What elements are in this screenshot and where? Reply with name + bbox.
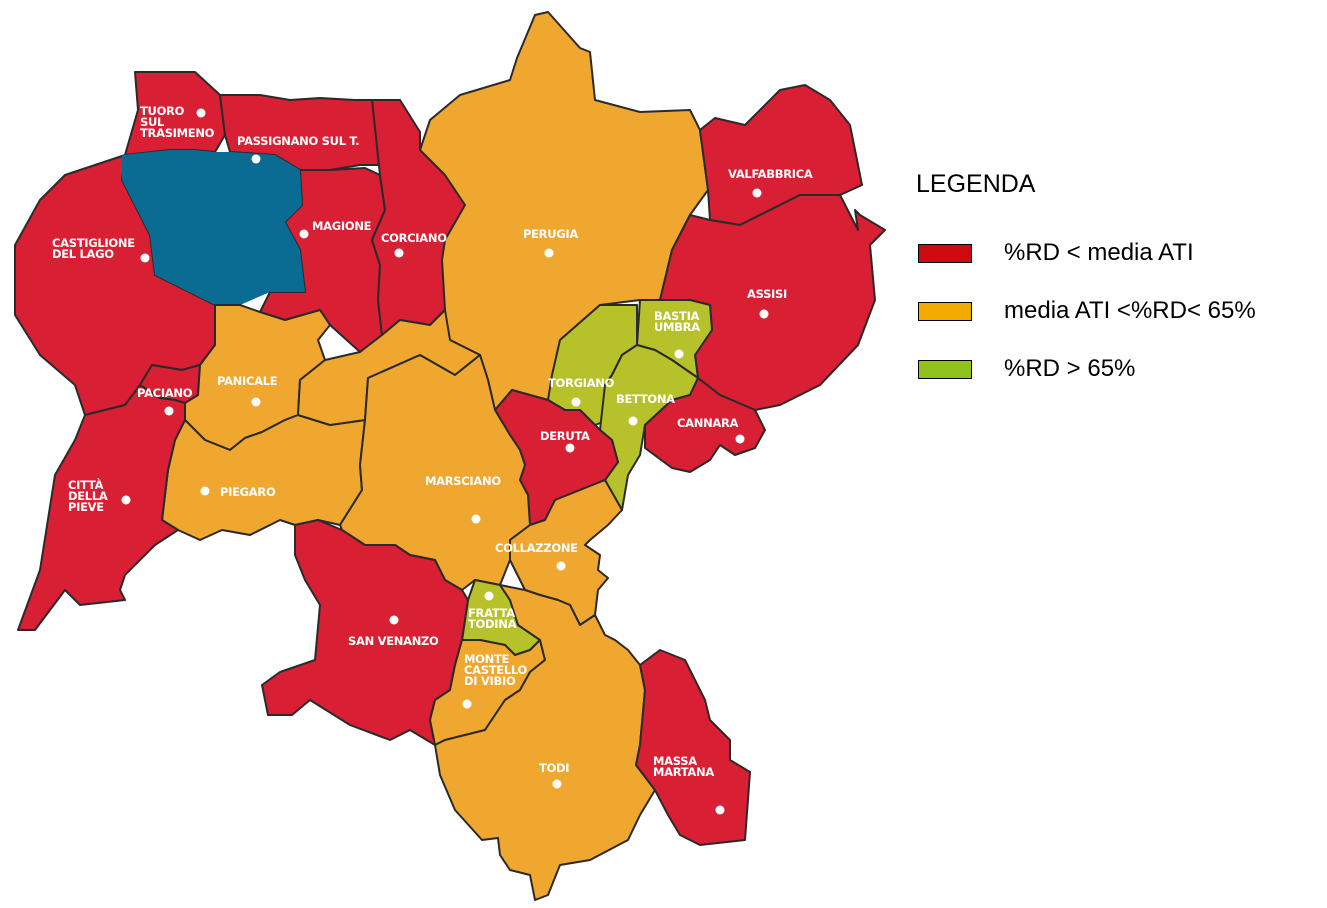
town-marker-monte_castello: [462, 699, 472, 709]
region-marsciano[interactable]: [339, 354, 531, 591]
town-marker-corciano: [394, 248, 404, 258]
town-label-bettona: BETTONA: [616, 392, 675, 406]
town-marker-passignano: [251, 154, 261, 164]
town-label-fratta: FRATTA: [468, 606, 515, 620]
region-bettona[interactable]: [599, 344, 699, 511]
legend-item-below-average: %RD < media ATI: [912, 239, 1322, 267]
legend-swatch-orange: [918, 301, 972, 321]
town-label-passignano: PASSIGNANO SUL T.: [237, 134, 359, 148]
town-marker-bastia: [674, 349, 684, 359]
town-label-bastia: UMBRA: [654, 320, 700, 334]
town-label-corciano: CORCIANO: [381, 231, 447, 245]
town-label-magione: MAGIONE: [312, 219, 372, 233]
legend-title: LEGENDA: [916, 170, 1036, 198]
map-regions: [14, 11, 886, 901]
lake-trasimeno: [122, 150, 305, 305]
town-marker-tuoro: [196, 108, 206, 118]
town-label-castiglione: CASTIGLIONE: [52, 236, 135, 250]
town-marker-assisi: [759, 309, 769, 319]
town-marker-panicale: [251, 397, 261, 407]
town-label-castiglione: DEL LAGO: [52, 247, 114, 261]
town-label-piegaro: PIEGARO: [220, 485, 276, 499]
town-label-monte_castello: MONTE: [464, 652, 509, 666]
region-massa[interactable]: [635, 649, 751, 846]
town-marker-marsciano: [471, 514, 481, 524]
town-marker-san_venanzo: [389, 615, 399, 625]
town-label-todi: TODI: [539, 761, 569, 775]
region-panicale-east[interactable]: [297, 309, 481, 426]
town-label-citta_pieve: CITTÀ: [68, 477, 104, 492]
town-label-tuoro: TRASIMENO: [140, 126, 215, 140]
town-label-paciano: PACIANO: [137, 386, 193, 400]
legend-swatch-red: [918, 243, 972, 263]
town-label-massa: MARTANA: [653, 765, 714, 779]
town-label-tuoro: SUL: [140, 115, 165, 129]
town-label-san_venanzo: SAN VENANZO: [348, 634, 439, 648]
town-marker-massa: [715, 805, 725, 815]
legend-item-between: media ATI <%RD< 65%: [912, 297, 1322, 325]
town-label-citta_pieve: DELLA: [68, 489, 108, 503]
town-marker-castiglione: [140, 253, 150, 263]
region-citta-pieve[interactable]: [17, 384, 186, 631]
town-label-bastia: BASTIA: [654, 309, 700, 323]
town-label-valfabbrica: VALFABBRICA: [728, 167, 813, 181]
town-label-panicale: PANICALE: [217, 374, 278, 388]
town-label-perugia: PERUGIA: [523, 227, 578, 241]
town-label-monte_castello: CASTELLO: [464, 663, 527, 677]
town-label-monte_castello: DI VIBIO: [464, 674, 516, 688]
town-marker-collazzone: [556, 561, 566, 571]
town-label-cannara: CANNARA: [677, 416, 739, 430]
legend: LEGENDA %RD < media ATI media ATI <%RD< …: [912, 170, 1322, 413]
town-marker-bettona: [628, 416, 638, 426]
town-marker-cannara: [735, 434, 745, 444]
town-label-fratta: TODINA: [468, 617, 517, 631]
town-marker-magione: [299, 229, 309, 239]
region-todi[interactable]: [434, 584, 656, 901]
region-cannara[interactable]: [644, 377, 766, 473]
town-label-tuoro: TUORO: [140, 104, 185, 118]
legend-label: media ATI <%RD< 65%: [1004, 297, 1256, 324]
town-marker-citta_pieve: [121, 495, 131, 505]
town-marker-todi: [552, 779, 562, 789]
town-label-deruta: DERUTA: [540, 429, 590, 443]
town-marker-paciano: [164, 406, 174, 416]
legend-label: %RD > 65%: [1004, 355, 1136, 382]
town-label-torgiano: TORGIANO: [548, 376, 615, 390]
legend-item-above-65: %RD > 65%: [912, 355, 1322, 383]
town-label-massa: MASSA: [653, 754, 697, 768]
legend-swatch-green: [918, 359, 972, 379]
region-piegaro[interactable]: [161, 414, 366, 541]
town-marker-torgiano: [571, 397, 581, 407]
town-marker-fratta: [484, 591, 494, 601]
town-marker-valfabbrica: [752, 188, 762, 198]
town-marker-perugia: [544, 248, 554, 258]
town-label-assisi: ASSISI: [747, 287, 787, 301]
town-label-citta_pieve: PIEVE: [68, 500, 104, 514]
town-marker-piegaro: [200, 486, 210, 496]
legend-label: %RD < media ATI: [1004, 239, 1194, 266]
town-marker-deruta: [565, 443, 575, 453]
town-label-collazzone: COLLAZZONE: [495, 541, 578, 555]
town-label-marsciano: MARSCIANO: [425, 474, 501, 488]
